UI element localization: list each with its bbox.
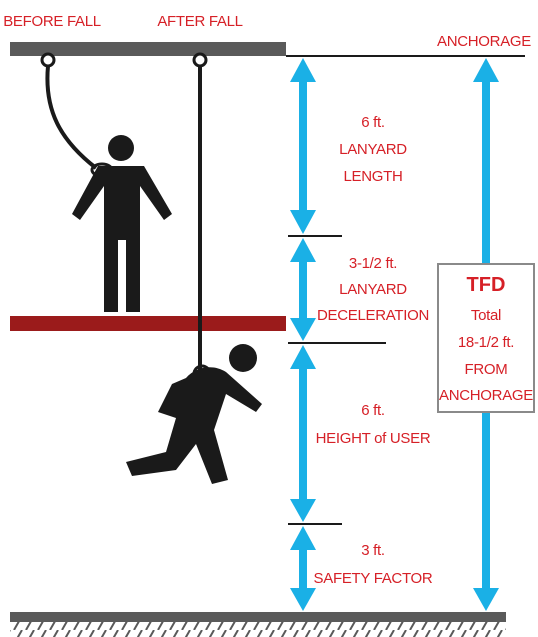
segment-label-lanyard-length: 6 ft. LANYARD LENGTH bbox=[339, 114, 407, 185]
segment-value: 6 ft. bbox=[361, 114, 385, 131]
tfd-callout: TFD Total 18-1/2 ft. FROM ANCHORAGE bbox=[437, 263, 535, 413]
segment-value: 6 ft. bbox=[361, 402, 385, 419]
tfd-title: TFD bbox=[467, 274, 506, 296]
arrow-height-of-user bbox=[290, 345, 316, 522]
tfd-line: FROM bbox=[465, 361, 508, 378]
arrow-safety-factor bbox=[290, 526, 316, 611]
anchor-ring-before bbox=[40, 52, 56, 68]
anchorage-label: ANCHORAGE bbox=[437, 33, 531, 50]
tfd-line: 18-1/2 ft. bbox=[458, 334, 514, 351]
segment-label-lanyard-deceleration: 3-1/2 ft. LANYARD DECELERATION bbox=[317, 255, 429, 324]
person-falling-icon bbox=[126, 344, 262, 484]
segment-label-line: LANYARD bbox=[339, 141, 407, 158]
segment-label-line: LANYARD bbox=[339, 281, 407, 298]
person-standing-icon bbox=[72, 135, 172, 312]
after-fall-label: AFTER FALL bbox=[157, 13, 242, 30]
segment-label-safety-factor: 3 ft. SAFETY FACTOR bbox=[314, 542, 434, 587]
segment-label-height-of-user: 6 ft. HEIGHT of USER bbox=[316, 402, 431, 447]
ground-hatch bbox=[10, 622, 506, 637]
ground-line bbox=[10, 612, 506, 622]
tfd-line: Total bbox=[471, 307, 501, 324]
anchor-beam bbox=[10, 42, 286, 56]
segment-label-line: LENGTH bbox=[343, 168, 402, 185]
lanyard-before-fall bbox=[45, 65, 98, 170]
tfd-box bbox=[437, 263, 535, 413]
segment-value: 3-1/2 ft. bbox=[349, 255, 397, 272]
before-fall-label: BEFORE FALL bbox=[3, 13, 101, 30]
segment-label-line: DECELERATION bbox=[317, 307, 429, 324]
segment-label-line: HEIGHT of USER bbox=[316, 430, 431, 447]
arrow-lanyard-length bbox=[290, 58, 316, 234]
anchor-ring-after bbox=[192, 52, 208, 68]
segment-label-line: SAFETY FACTOR bbox=[314, 570, 433, 587]
working-platform bbox=[10, 316, 286, 331]
segment-value: 3 ft. bbox=[361, 542, 385, 559]
tfd-line: ANCHORAGE bbox=[439, 387, 533, 404]
segment-arrows bbox=[290, 58, 316, 611]
arrow-lanyard-deceleration bbox=[290, 238, 316, 341]
